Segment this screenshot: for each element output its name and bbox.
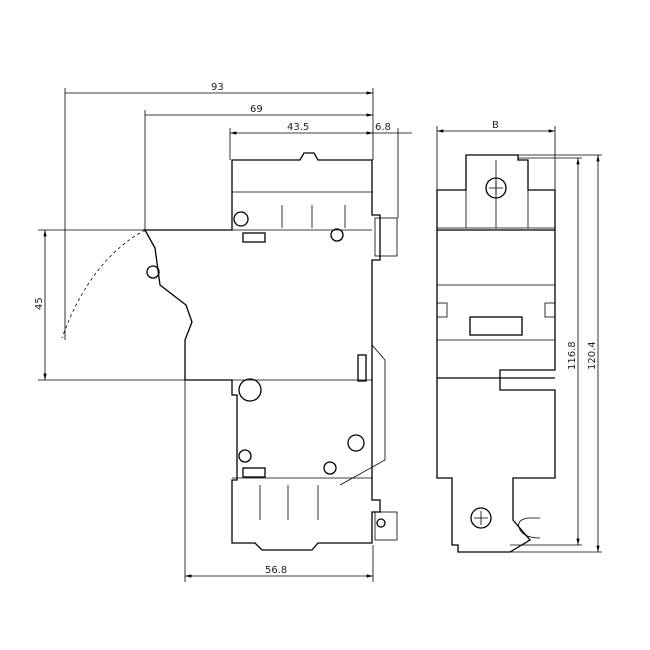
dim-116-8-label: 116.8: [567, 341, 578, 370]
dim-6-8-label: 6.8: [375, 122, 391, 133]
side-view: [61, 152, 398, 551]
dim-width-label: B: [492, 120, 499, 131]
dim-45-label: 45: [34, 297, 45, 310]
dimension-lines: [38, 88, 602, 582]
dim-69-label: 69: [250, 104, 263, 115]
dim-93-label: 93: [211, 82, 224, 93]
dim-43-5-label: 43.5: [287, 122, 309, 133]
dim-56-8-label: 56.8: [265, 565, 287, 576]
front-view: [436, 154, 556, 553]
dim-120-4-label: 120.4: [587, 341, 598, 370]
